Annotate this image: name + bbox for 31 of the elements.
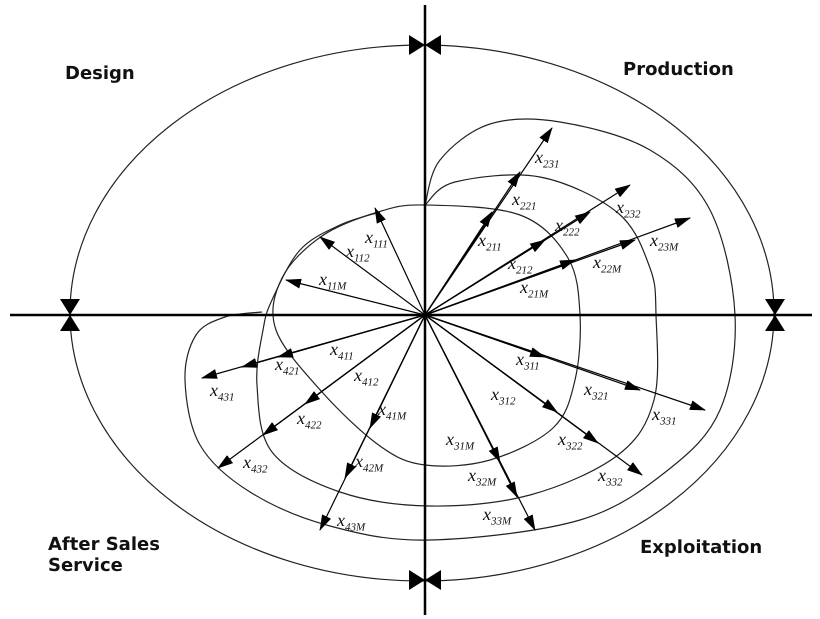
- vector-label: x$_{331}$: [652, 405, 676, 428]
- quadrant-label: Exploitation: [640, 538, 762, 559]
- vector-label: x$_{23M}$: [650, 231, 678, 254]
- vector-label: x$_{211}$: [478, 231, 502, 254]
- vector-label: x$_{432}$: [243, 453, 268, 476]
- vector-label: x$_{411}$: [330, 340, 354, 363]
- vector-label: x$_{22M}$: [593, 253, 622, 276]
- vector-label: x$_{412}$: [354, 366, 378, 389]
- vector-label: x$_{231}$: [535, 148, 560, 171]
- vector-label: x$_{31M}$: [446, 430, 474, 453]
- vector-label: x$_{41M}$: [378, 400, 406, 423]
- vector-label: x$_{222}$: [555, 216, 580, 239]
- vector-label: x$_{321}$: [584, 380, 608, 403]
- vector-label: x$_{422}$: [297, 409, 322, 432]
- vector-label: x$_{21M}$: [520, 278, 548, 301]
- vector-label: x$_{32M}$: [468, 466, 496, 489]
- vector-label: x$_{33M}$: [483, 505, 512, 528]
- quadrant-label: Production: [623, 60, 734, 81]
- vector-label: x$_{312}$: [491, 385, 516, 408]
- vector-label: x$_{431}$: [210, 381, 234, 404]
- vector-label: x$_{42M}$: [355, 452, 384, 475]
- vector-label: x$_{421}$: [275, 355, 300, 378]
- vector-label: x$_{332}$: [598, 466, 622, 489]
- vector-label: x$_{43M}$: [337, 511, 366, 534]
- vector-label: x$_{11M}$: [319, 270, 346, 293]
- vector-label: x$_{232}$: [616, 198, 640, 221]
- quadrant-label: Design: [65, 64, 135, 85]
- quadrant-label: After Sales Service: [48, 535, 161, 576]
- vector-label: x$_{221}$: [512, 190, 536, 213]
- vector-label: x$_{311}$: [516, 350, 540, 373]
- vector-label: x$_{322}$: [558, 430, 582, 453]
